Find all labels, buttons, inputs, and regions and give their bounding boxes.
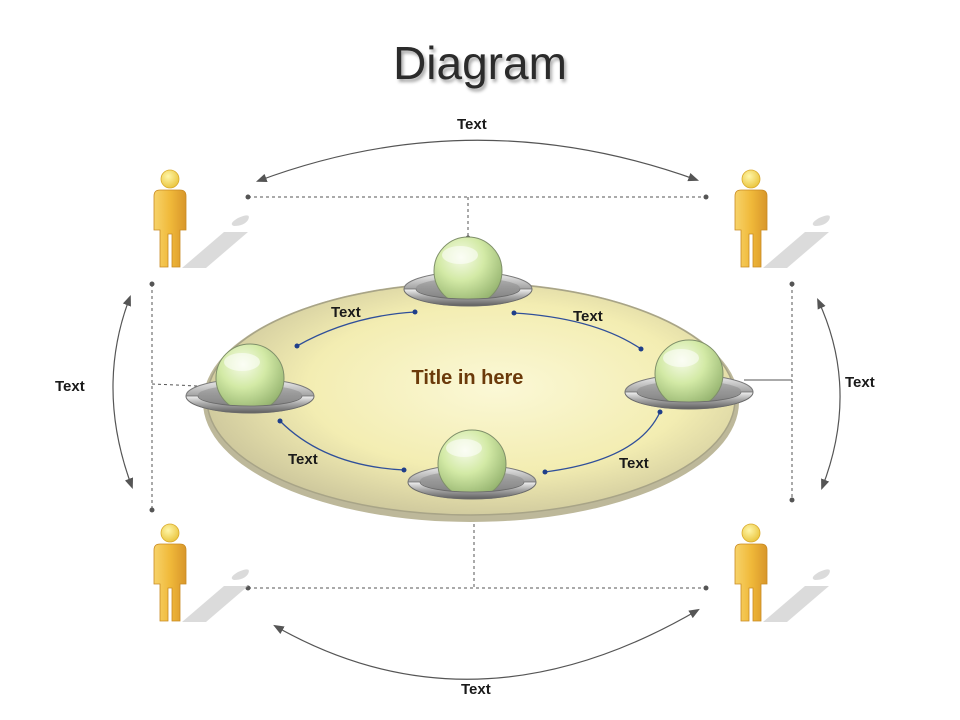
dashed-connectors: [151, 196, 793, 589]
label-inner-bottom-left: Text: [288, 451, 318, 468]
person-icon-bottom-right: [734, 523, 831, 623]
arrow-bottom: [273, 608, 700, 680]
arrow-top: [255, 139, 700, 183]
inner-arc-dots: [277, 309, 663, 475]
outer-arrows: [112, 139, 841, 680]
planet-node-top: [403, 236, 533, 307]
arc-inner-bottom-right: [544, 411, 661, 473]
label-left-arc: Text: [55, 378, 85, 395]
arrow-right: [817, 298, 841, 491]
arrow-left: [112, 294, 134, 490]
person-icon-top-right: [734, 169, 831, 269]
label-inner-top-right: Text: [573, 308, 603, 325]
label-right-arc: Text: [845, 374, 875, 391]
label-inner-top-left: Text: [331, 304, 361, 321]
page-title: Diagram: [393, 37, 567, 89]
connector-dots: [149, 194, 795, 591]
label-top-arc: Text: [457, 116, 487, 133]
arc-inner-bottom-left: [279, 420, 405, 471]
person-icon-top-left: [153, 169, 250, 269]
arc-inner-top-left: [296, 311, 416, 347]
label-inner-bottom-right: Text: [619, 455, 649, 472]
inner-arcs: [279, 311, 661, 473]
label-bottom-arc: Text: [461, 681, 491, 698]
connector-left-branch: [151, 383, 199, 387]
person-icon-bottom-left: [153, 523, 250, 623]
arc-inner-top-right: [513, 312, 642, 350]
center-title: Title in here: [411, 367, 524, 389]
